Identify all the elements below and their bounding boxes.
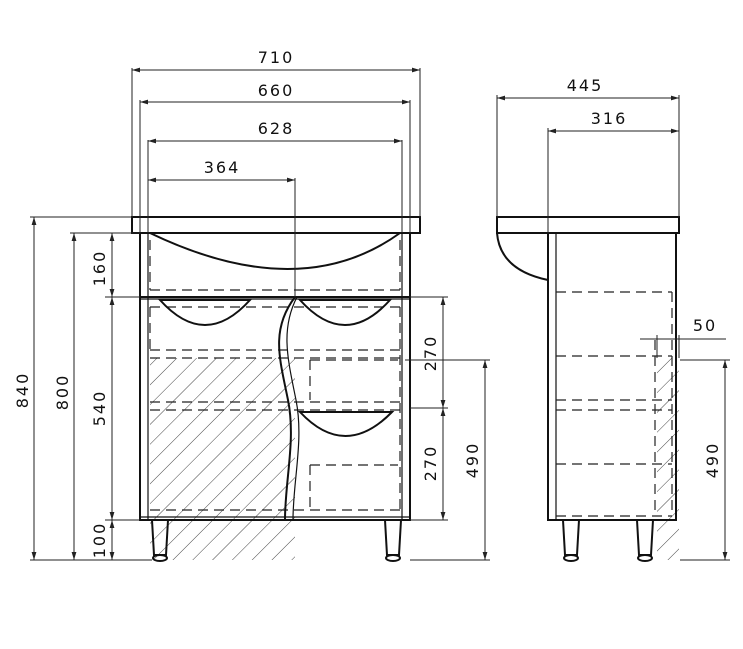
side-leg-right xyxy=(635,519,655,556)
side-hatched-area xyxy=(657,358,679,560)
dim-490-side: 490 xyxy=(703,442,722,479)
dim-840: 840 xyxy=(13,372,32,409)
countertop xyxy=(131,216,421,234)
leg-left xyxy=(150,519,170,556)
side-body xyxy=(547,232,677,521)
dim-710: 710 xyxy=(258,48,295,67)
dim-270-upper: 270 xyxy=(421,335,440,372)
dim-364: 364 xyxy=(204,158,241,177)
bowl-left xyxy=(157,299,253,326)
dim-50: 50 xyxy=(693,316,717,335)
dim-490-front: 490 xyxy=(463,442,482,479)
cabinet-body xyxy=(139,232,411,521)
hatched-area-left xyxy=(150,358,295,560)
front-view: 710 660 628 364 840 800 160 540 100 270 … xyxy=(13,48,490,562)
bowl-right xyxy=(297,299,393,326)
side-basin xyxy=(496,232,549,281)
dim-628: 628 xyxy=(258,119,295,138)
door-wave xyxy=(278,296,296,521)
dim-445: 445 xyxy=(567,76,604,95)
dim-160: 160 xyxy=(90,250,109,287)
dim-800: 800 xyxy=(53,374,72,411)
dim-100: 100 xyxy=(90,522,109,559)
sink-bowl xyxy=(149,232,401,270)
bowl-lower xyxy=(297,411,395,437)
dim-660: 660 xyxy=(258,81,295,100)
dim-540: 540 xyxy=(90,390,109,427)
dim-316: 316 xyxy=(591,109,628,128)
leg-right xyxy=(383,519,403,556)
side-leg-left xyxy=(561,519,581,556)
side-countertop xyxy=(496,216,680,234)
side-view: 445 316 50 490 xyxy=(496,76,730,562)
dim-270-lower: 270 xyxy=(421,445,440,482)
